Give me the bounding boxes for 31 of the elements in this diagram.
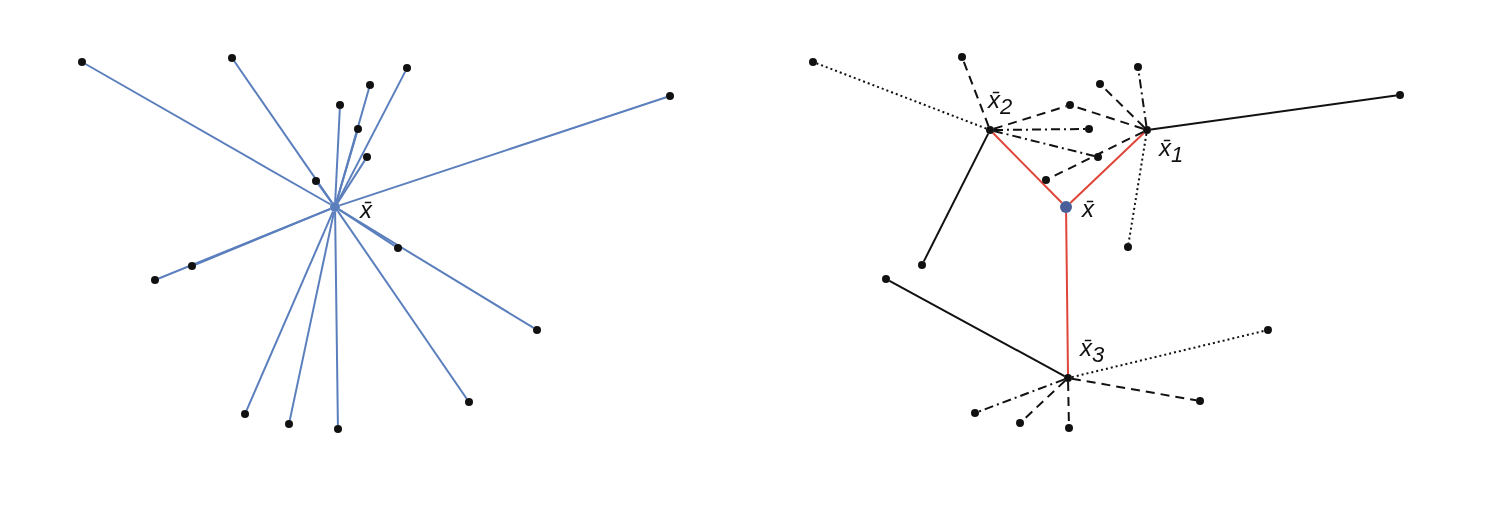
connector-line [338,208,535,329]
connector-line [815,62,988,130]
connector-line [245,210,334,412]
connector-line [1137,70,1148,127]
connector-line [1065,212,1069,375]
connector-line [336,159,366,204]
mean-label: x̄ [1082,197,1094,221]
connector-line [338,96,668,207]
connector-line [993,128,1086,131]
connector-line [1070,329,1266,379]
connector-line [317,183,333,204]
connector-line [288,210,335,422]
connector-line [1127,132,1148,245]
connector-line [335,131,358,204]
connector-line [336,210,468,400]
connector-line [1069,131,1146,204]
connector-line [334,108,341,203]
connector-line [962,59,990,128]
connector-line [991,131,1063,204]
connector-line [992,130,1096,157]
connector-line [157,207,332,280]
connector-line [334,211,339,426]
connector-line [888,279,1066,378]
connector-line [977,378,1066,413]
connector-line [84,63,332,206]
connector-line [233,60,334,204]
connector-line [992,105,1068,130]
connector-line [1070,377,1198,402]
connector-line [1150,94,1397,131]
mean-label: x̄ [360,198,372,222]
connector-line [922,132,990,263]
